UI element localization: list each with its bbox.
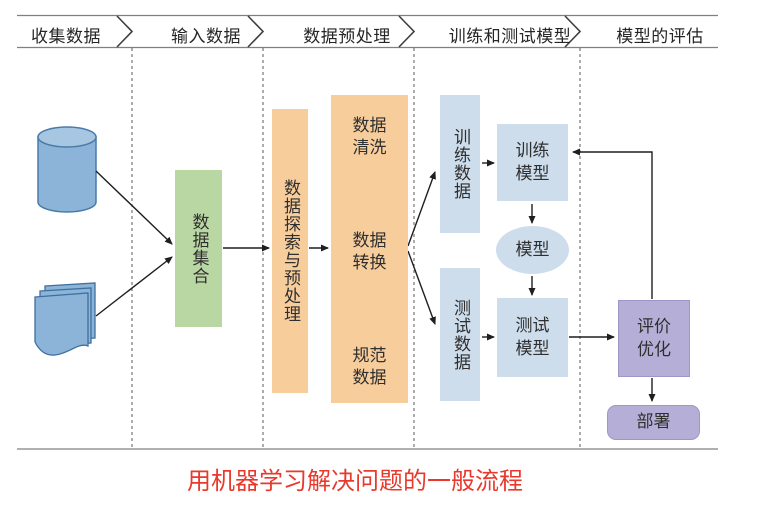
chevron-separator-icon	[247, 15, 265, 48]
chevron-separator-icon	[116, 15, 134, 48]
node-deploy: 部署	[607, 405, 700, 440]
node-preprocess-steps: 数据 清洗 数据 转换 规范 数据	[331, 95, 408, 403]
banner-stage-preprocess: 数据预处理	[303, 27, 391, 46]
documents-icon	[34, 282, 96, 356]
step-data-cleaning: 数据 清洗	[352, 116, 387, 158]
banner-stage-input-data: 输入数据	[171, 27, 241, 46]
node-training-data: 训练数据	[440, 95, 480, 233]
arrow-database-to-collection	[95, 170, 173, 245]
node-test-model: 测试 模型	[497, 298, 568, 377]
node-model: 模型	[496, 226, 569, 274]
arrow-steps-to-training-data	[407, 171, 436, 247]
arrow-documents-to-collection	[95, 256, 173, 317]
arrow-steps-to-test-data	[407, 250, 436, 325]
node-train-model: 训练 模型	[497, 124, 568, 201]
step-data-normalization: 规范 数据	[352, 345, 387, 387]
step-data-transformation: 数据 转换	[352, 230, 387, 272]
node-test-data: 测试数据	[440, 268, 480, 401]
arrow-evaluate-to-train-model	[572, 148, 653, 299]
node-evaluate-optimize: 评价 优化	[618, 300, 690, 377]
banner-stage-collect-data: 收集数据	[31, 27, 101, 46]
node-data-exploration: 数据探索与预处理	[272, 109, 308, 393]
banner-stage-evaluate: 模型的评估	[616, 27, 704, 46]
banner-stage-train-test: 训练和测试模型	[448, 27, 572, 46]
database-icon	[37, 126, 97, 213]
node-data-collection: 数据集合	[175, 170, 222, 327]
diagram-title: 用机器学习解决问题的一般流程	[187, 468, 523, 495]
chevron-separator-icon	[564, 15, 582, 48]
chevron-separator-icon	[398, 15, 416, 48]
